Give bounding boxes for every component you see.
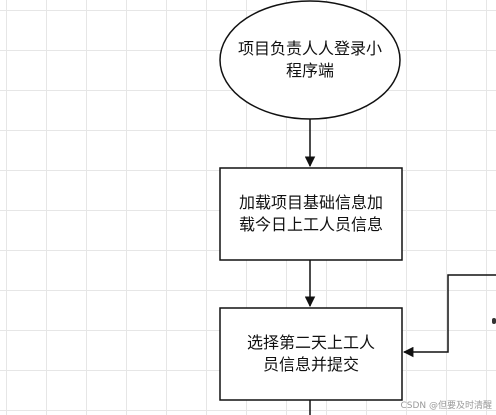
edge-offscreen-to-select[interactable] <box>402 274 496 358</box>
watermark: CSDN @但要及时清醒 <box>400 401 492 411</box>
load-node-shape[interactable] <box>219 167 403 261</box>
load-node-label-box: 加载项目基础信息加载今日上工人员信息 <box>222 170 400 258</box>
start-node-label-box: 项目负责人人登录小程序端 <box>232 22 388 98</box>
start-node-label: 项目负责人人登录小程序端 <box>238 39 383 80</box>
select-node-label: 选择第二天上工人员信息并提交 <box>246 333 375 374</box>
select-node-label-box: 选择第二天上工人员信息并提交 <box>222 310 400 398</box>
offscreen-connector-dot <box>492 318 496 324</box>
select-node-shape[interactable] <box>219 307 403 401</box>
load-node-label: 加载项目基础信息加载今日上工人员信息 <box>238 193 383 234</box>
